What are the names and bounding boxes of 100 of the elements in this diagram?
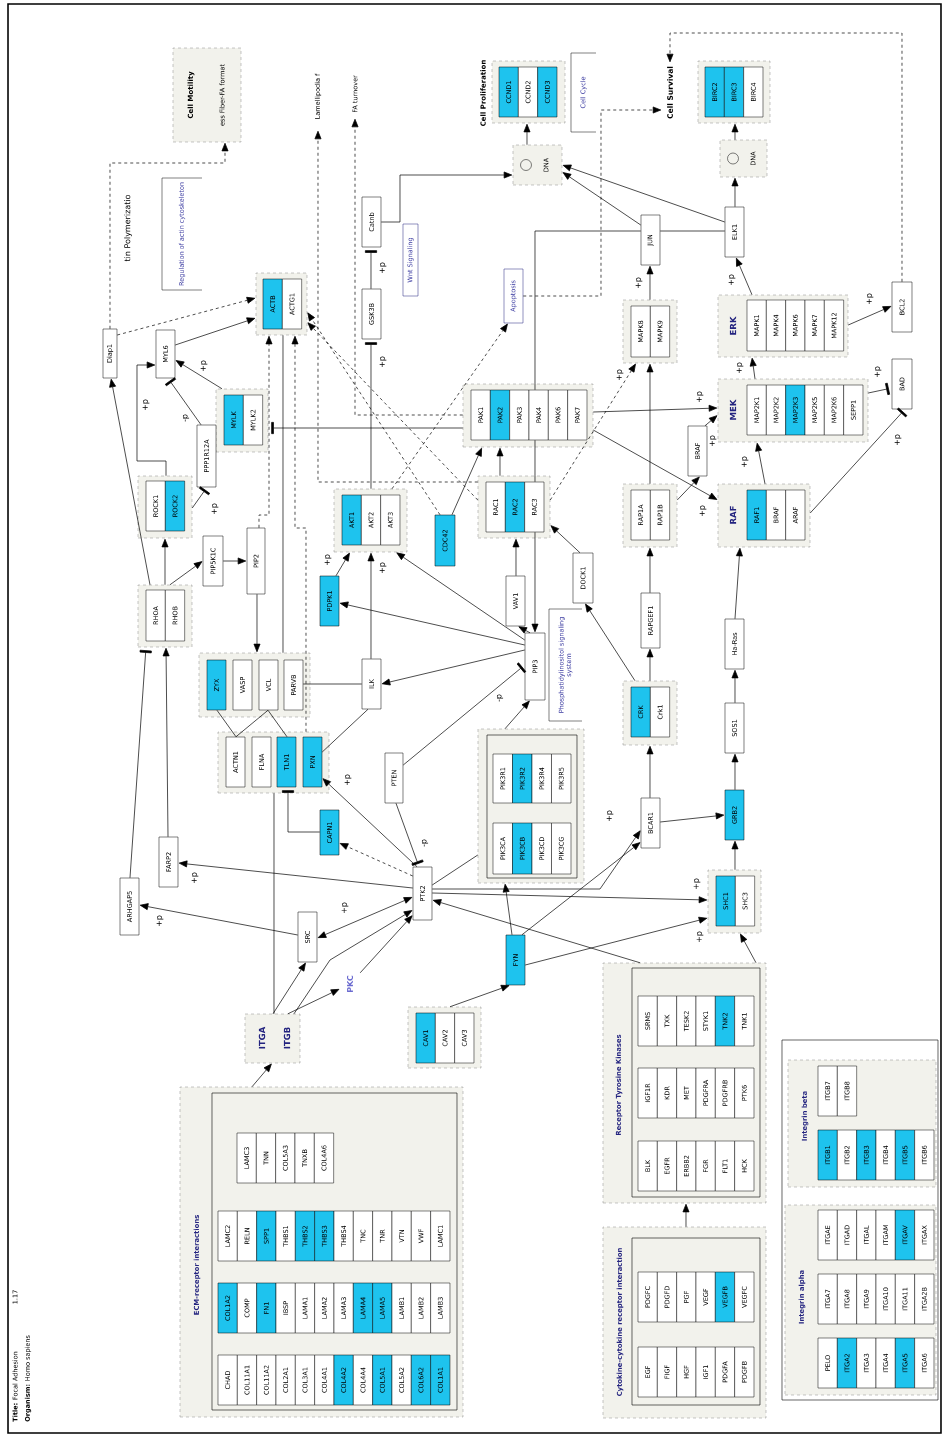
inhibition-line: [809, 407, 908, 514]
edge-label: +p: [200, 359, 208, 373]
arrow: [335, 552, 350, 577]
inhibition-line: [395, 802, 424, 866]
edge-label: +p: [344, 773, 352, 787]
arrow: [109, 142, 229, 330]
edge-label: tin Polymerizatio: [123, 193, 133, 263]
gene-label: PKC: [346, 975, 353, 993]
arrow: [116, 296, 256, 336]
arrow: [161, 538, 169, 586]
arrow: [258, 335, 273, 529]
inhibition-line: [129, 649, 152, 879]
arrow: [682, 1203, 690, 1228]
arrow: [524, 916, 708, 966]
edge-label: +p: [379, 561, 387, 575]
arrow: [251, 1063, 272, 1088]
arrow: [222, 557, 247, 565]
arrow: [731, 840, 739, 871]
edge-label: +p: [616, 368, 624, 382]
edge-label: +p: [211, 502, 219, 516]
gene-group: ITGA ITGB: [244, 1013, 301, 1064]
edge-label: +p: [741, 455, 749, 469]
arrow: [749, 357, 757, 380]
arrow: [339, 843, 414, 877]
edge-label: +p: [341, 901, 349, 915]
edge-label: +p: [874, 365, 882, 379]
arrow: [307, 312, 441, 516]
arrow: [432, 899, 641, 964]
edge-label: +p: [635, 276, 643, 290]
arrow: [293, 910, 413, 1015]
connector-line: [659, 230, 726, 232]
inhibition-line: [365, 250, 377, 290]
edge-label: +p: [709, 434, 717, 448]
arrow: [322, 778, 418, 868]
connector-line: [321, 708, 369, 753]
arrow: [562, 164, 726, 223]
arrow: [496, 447, 504, 477]
edge-label: +p: [156, 914, 164, 928]
edge-label: +p: [866, 292, 874, 306]
connector-line: [267, 709, 288, 738]
arrow: [550, 525, 581, 554]
arrow: [731, 123, 739, 141]
arrow: [585, 603, 636, 682]
edge-label: -p: [421, 838, 429, 848]
connector-line: [235, 709, 269, 738]
arrow: [317, 897, 413, 938]
arrow: [731, 669, 739, 704]
edge-label: +p: [699, 504, 707, 518]
inhibition-line: [191, 486, 210, 509]
arrow: [521, 842, 641, 936]
arrow: [592, 404, 718, 413]
edge-label: +p: [142, 398, 150, 412]
arrow: [162, 647, 170, 838]
edge-label: +p: [191, 871, 199, 885]
edge-label: +p: [696, 930, 704, 944]
arrow: [704, 415, 718, 427]
arrow: [391, 323, 508, 490]
arrow: [431, 892, 708, 904]
arrow: [396, 552, 526, 641]
connector-line: [431, 854, 479, 886]
edge-label: +p: [379, 261, 387, 275]
arrow: [676, 476, 700, 501]
edge-label: +p: [894, 433, 902, 447]
arrow: [174, 317, 256, 346]
arrow: [646, 745, 654, 799]
arrow: [367, 552, 375, 660]
arrow: [504, 700, 530, 730]
connector-line: [302, 683, 363, 685]
connector-line: [216, 709, 237, 738]
edge-label: +p: [606, 809, 614, 823]
arrow: [359, 915, 413, 974]
arrow: [175, 360, 223, 390]
edge-label: +p: [693, 877, 701, 891]
arrow: [755, 442, 766, 485]
edge-label: +p: [728, 273, 736, 287]
arrow: [847, 306, 892, 326]
arrow: [139, 903, 299, 936]
arrow: [431, 830, 641, 890]
arrow: [740, 933, 757, 964]
inhibition-line: [165, 377, 202, 426]
arrow: [169, 561, 203, 586]
inhibition-line: [365, 342, 377, 490]
arrow: [512, 538, 520, 577]
arrow: [531, 531, 539, 633]
arrow: [451, 447, 482, 516]
arrow: [646, 363, 654, 485]
edge-label: -p: [182, 413, 190, 423]
arrow: [646, 547, 654, 594]
inhibition-line: [867, 382, 890, 395]
connector-line: [534, 439, 536, 483]
inhibition-line: [271, 422, 464, 434]
arrow: [339, 601, 526, 646]
arrow: [136, 361, 167, 477]
edge-label: +p: [324, 553, 332, 567]
arrow: [592, 429, 718, 500]
edge-label: +p: [736, 361, 744, 375]
arrow: [502, 883, 513, 936]
arrow: [449, 984, 510, 1008]
arrow: [314, 130, 479, 483]
arrow: [291, 335, 307, 733]
